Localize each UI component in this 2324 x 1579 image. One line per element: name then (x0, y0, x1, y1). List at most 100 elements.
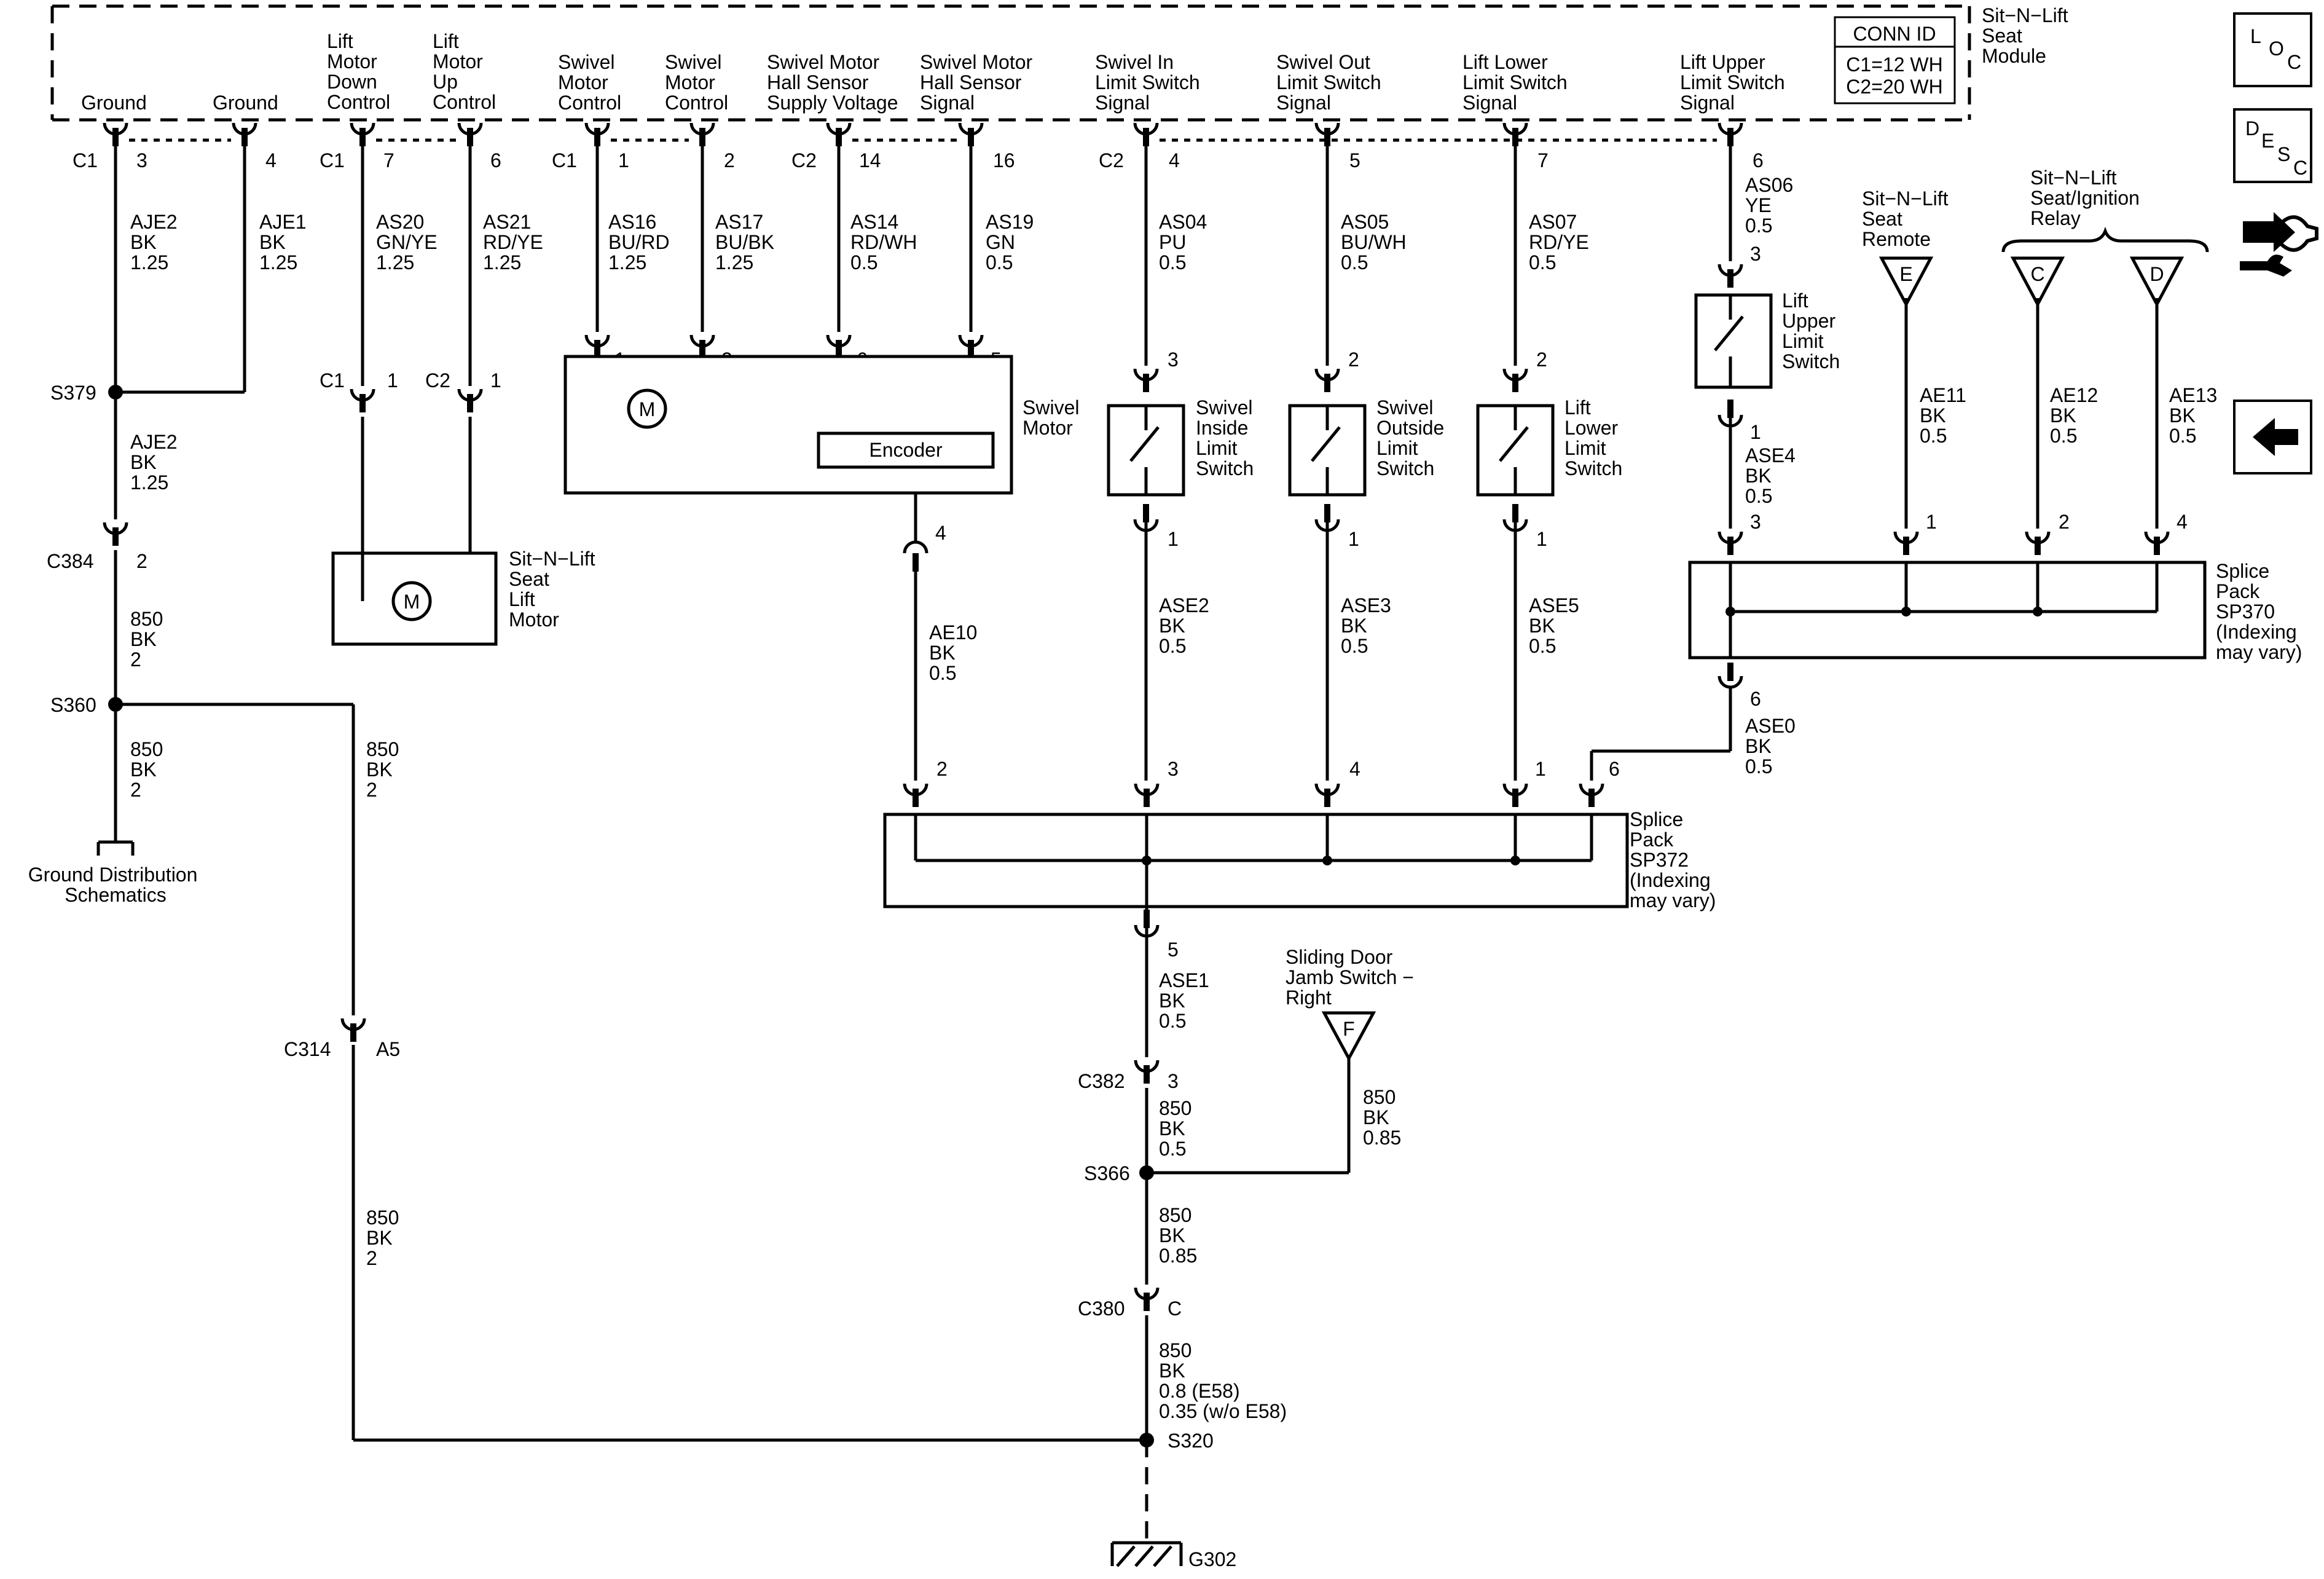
splice-s320 (1139, 1433, 1154, 1447)
svg-text:C314: C314 (284, 1038, 331, 1060)
ref-triangle-e[interactable]: E (1878, 256, 1934, 308)
svg-text:C382: C382 (1078, 1070, 1125, 1092)
pin-c2-5 (1314, 122, 1340, 146)
svg-text:5: 5 (1168, 939, 1179, 961)
pin-c1-7 (350, 122, 375, 146)
pin-c2-16 (958, 122, 984, 146)
svg-text:C384: C384 (47, 550, 94, 572)
svg-text:C: C (2030, 263, 2044, 285)
svg-text:L: L (2250, 25, 2261, 47)
pin-label-swivel-ctrl-1: Swivel Motor Control (558, 51, 621, 114)
swivel-outside-limit-switch (1288, 404, 1367, 497)
svg-text:2: 2 (724, 149, 735, 171)
pin-c2-4 (1133, 122, 1159, 146)
lift-motor-label: Sit−N−Lift Seat Lift Motor (509, 548, 600, 631)
ground-distribution-label[interactable]: Ground Distribution Schematics (28, 864, 203, 906)
pin-c1-1 (584, 122, 610, 146)
location-button[interactable]: L O C (2233, 12, 2312, 87)
svg-text:S360: S360 (50, 694, 96, 716)
module-box (50, 4, 1971, 122)
svg-text:S320: S320 (1168, 1430, 1214, 1452)
svg-text:6: 6 (1750, 688, 1761, 710)
door-jamb-label: Sliding Door Jamb Switch − Right (1286, 946, 1419, 1009)
splice-s379 (108, 385, 123, 400)
svg-text:C: C (2287, 51, 2301, 73)
svg-text:A5: A5 (376, 1038, 400, 1060)
svg-text:2: 2 (136, 550, 147, 572)
svg-text:C2: C2 (425, 369, 450, 392)
svg-text:6: 6 (1609, 758, 1620, 780)
pin-label-lift-upper: Lift Upper Limit Switch Signal (1680, 51, 1791, 114)
pin-c2-7 (1502, 122, 1528, 146)
svg-text:1: 1 (1348, 528, 1359, 550)
svg-text:E: E (1899, 263, 1912, 285)
svg-text:5: 5 (1349, 149, 1360, 171)
svg-text:F: F (1343, 1018, 1355, 1040)
svg-text:D: D (2149, 263, 2164, 285)
svg-text:3: 3 (1750, 243, 1761, 265)
svg-text:3: 3 (1168, 348, 1179, 371)
ref-triangle-f[interactable]: F (1321, 1011, 1376, 1062)
pin-c1-4 (232, 122, 257, 146)
ref-triangle-d[interactable]: D (2129, 256, 2185, 308)
swivel-inside-switch-label: Swivel Inside Limit Switch (1196, 396, 1258, 479)
description-button[interactable]: D E S C (2233, 108, 2312, 183)
pin-label-swivel-in: Swivel In Limit Switch Signal (1095, 51, 1206, 114)
ground-g302-icon (1110, 1541, 1183, 1567)
lift-upper-switch-label: Lift Upper Limit Switch (1782, 289, 1841, 372)
lift-motor: M (331, 551, 498, 646)
pin-label-hall-signal: Swivel Motor Hall Sensor Signal (920, 51, 1038, 114)
encoder-label: Encoder (869, 439, 943, 461)
svg-text:C: C (2293, 157, 2307, 179)
svg-text:4: 4 (265, 149, 277, 171)
svg-text:C1=12 WH: C1=12 WH (1846, 53, 1942, 76)
splice-labels: S379 S360 S366 S320 (50, 382, 1214, 1452)
svg-text:C: C (1168, 1297, 1182, 1320)
svg-text:C1: C1 (320, 369, 345, 392)
swivel-motor-label: Swivel Motor (1023, 396, 1085, 439)
module-connectors (103, 122, 1743, 146)
svg-text:E: E (2261, 130, 2274, 152)
svg-text:3: 3 (1168, 758, 1179, 780)
svg-text:1: 1 (618, 149, 629, 171)
pin-label-ground-2: Ground (213, 92, 278, 114)
connector-tools-icon[interactable] (2240, 212, 2318, 277)
conn-id-box: CONN ID C1=12 WH C2=20 WH (1834, 16, 1956, 104)
pin-c1-6 (457, 122, 483, 146)
svg-text:C1: C1 (73, 149, 98, 171)
svg-text:4: 4 (1349, 758, 1360, 780)
ref-triangle-c[interactable]: C (2010, 256, 2065, 308)
pin-label-lift-up: Lift Motor Up Control (433, 30, 496, 113)
swivel-motor: M Encoder (563, 355, 1013, 495)
svg-text:6: 6 (490, 149, 501, 171)
svg-text:1: 1 (1926, 511, 1937, 533)
svg-text:1: 1 (1535, 758, 1546, 780)
svg-text:4: 4 (1169, 149, 1180, 171)
lift-lower-switch-label: Lift Lower Limit Switch (1564, 396, 1623, 479)
svg-text:C380: C380 (1078, 1297, 1125, 1320)
relay-brace (2001, 226, 2209, 253)
pin-label-hall-supply: Swivel Motor Hall Sensor Supply Voltage (767, 51, 898, 114)
svg-text:D: D (2245, 117, 2259, 140)
svg-text:3: 3 (136, 149, 147, 171)
svg-text:4: 4 (935, 522, 946, 544)
